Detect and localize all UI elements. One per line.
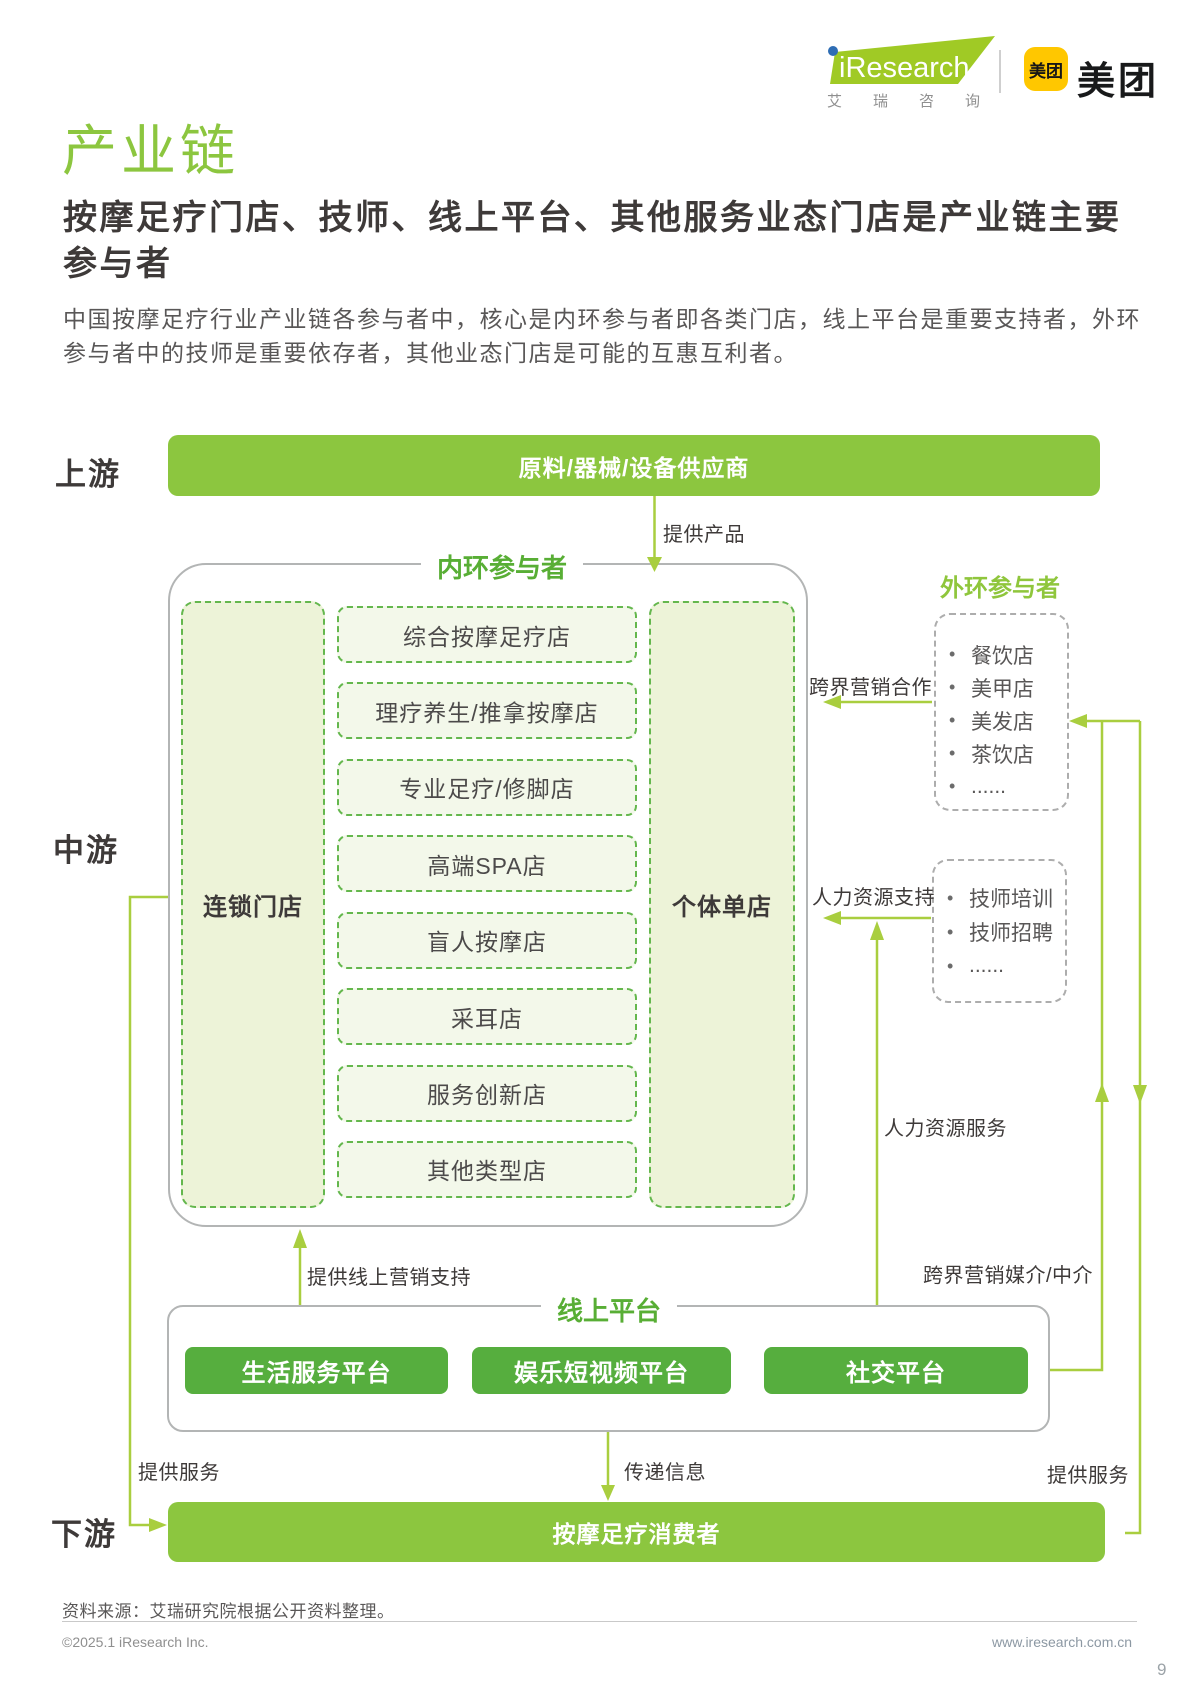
- page-number: 9: [1157, 1660, 1167, 1679]
- consumer-bar: 按摩足疗消费者: [168, 1502, 1105, 1562]
- other-store-label: ......: [971, 774, 1007, 798]
- arrowhead-cross-media-up: [1095, 1083, 1109, 1102]
- other-store-item: 餐饮店: [949, 638, 1067, 671]
- technician-service-label: 技师招聘: [969, 922, 1053, 945]
- store-types-list: 综合按摩足疗店理疗养生/推拿按摩店专业足疗/修脚店高端SPA店盲人按摩店采耳店服…: [337, 606, 637, 1198]
- store-type-box: 专业足疗/修脚店: [337, 758, 637, 816]
- logo-divider: [999, 50, 1001, 93]
- store-type-box: 盲人按摩店: [337, 911, 637, 969]
- meituan-logo-icon: 美团: [1024, 47, 1068, 91]
- arrowhead-hr-support: [823, 911, 841, 925]
- bullet-icon: [949, 743, 971, 764]
- headline-line1: 按摩足疗门店、技师、线上平台、其他服务业态门店是产业链主要: [63, 199, 1122, 237]
- label-cross-marketing-media: 跨界营销媒介/中介: [923, 1265, 1094, 1287]
- supplier-bar: 原料/器械/设备供应商: [168, 435, 1100, 496]
- store-type-box: 理疗养生/推拿按摩店: [337, 682, 637, 740]
- label-deliver-info: 传递信息: [624, 1462, 706, 1484]
- iresearch-logo: iResearch: [828, 36, 995, 84]
- platform-social: 社交平台: [764, 1347, 1028, 1394]
- bullet-icon: [947, 888, 969, 909]
- platform-short-video: 娱乐短视频平台: [472, 1347, 731, 1394]
- arrowhead-into-other-stores: [1069, 714, 1087, 728]
- outer-circle-title: 外环参与者: [924, 568, 1076, 603]
- label-online-marketing-support: 提供线上营销支持: [307, 1267, 471, 1289]
- other-store-item: ......: [949, 770, 1067, 803]
- store-type-box: 服务创新店: [337, 1064, 637, 1122]
- store-type-box: 高端SPA店: [337, 835, 637, 893]
- stage-upstream: 上游: [55, 457, 121, 492]
- headline-line2: 参与者: [63, 245, 173, 283]
- technician-service-label: 技师培训: [969, 888, 1053, 911]
- iresearch-logo-subtext: 艾瑞咨询: [827, 93, 1012, 110]
- iresearch-logo-shape: [830, 36, 995, 84]
- source-note: 资料来源：艾瑞研究院根据公开资料整理。: [62, 1602, 395, 1621]
- other-store-label: 美发店: [971, 710, 1034, 734]
- arrowhead-stores-service: [149, 1518, 167, 1532]
- label-provide-service-right: 提供服务: [1047, 1465, 1129, 1487]
- copyright: ©2025.1 iResearch Inc.: [62, 1634, 209, 1650]
- other-store-label: 美甲店: [971, 677, 1034, 701]
- headline: 按摩足疗门店、技师、线上平台、其他服务业态门店是产业链主要 参与者: [63, 195, 1122, 287]
- label-provide-service-left: 提供服务: [138, 1462, 220, 1484]
- intro-paragraph: 中国按摩足疗行业产业链各参与者中，核心是内环参与者即各类门店，线上平台是重要支持…: [63, 302, 1141, 370]
- label-cross-marketing: 跨界营销合作: [809, 677, 932, 699]
- stage-downstream: 下游: [51, 1517, 117, 1552]
- intro-line2: 参与者中的技师是重要依存者，其他业态门店是可能的互惠互利者。: [63, 340, 798, 366]
- line-other-stores-service: [1125, 721, 1142, 1535]
- arrowhead-hr-service: [870, 921, 884, 940]
- technician-service-item: 技师招聘: [947, 915, 1065, 949]
- other-store-item: 美发店: [949, 704, 1067, 737]
- technician-service-item: 技师培训: [947, 881, 1065, 915]
- label-hr-support: 人力资源支持: [812, 887, 935, 909]
- bullet-icon: [947, 922, 969, 943]
- online-platform-title: 线上平台: [540, 1291, 678, 1328]
- store-type-box: 综合按摩足疗店: [337, 606, 637, 663]
- arrowhead-online-marketing: [293, 1229, 307, 1248]
- technician-service-item: ......: [947, 949, 1065, 983]
- platform-life-service: 生活服务平台: [185, 1347, 448, 1394]
- label-hr-service: 人力资源服务: [884, 1118, 1007, 1140]
- meituan-wordmark: 美团: [1077, 61, 1160, 103]
- bullet-icon: [947, 956, 969, 977]
- technician-services-box: 技师培训技师招聘......: [932, 859, 1067, 1003]
- arrowhead-deliver-info: [601, 1485, 615, 1501]
- individual-stores-box: 个体单店: [649, 601, 795, 1208]
- inner-circle-title: 内环参与者: [420, 548, 584, 585]
- other-store-item: 美甲店: [949, 671, 1067, 704]
- other-store-label: 餐饮店: [971, 644, 1034, 668]
- store-type-box: 其他类型店: [337, 1140, 637, 1198]
- intro-line1: 中国按摩足疗行业产业链各参与者中，核心是内环参与者即各类门店，线上平台是重要支持…: [63, 306, 1141, 332]
- iresearch-logo-dot: [828, 46, 838, 56]
- bullet-icon: [949, 710, 971, 731]
- bullet-icon: [949, 644, 971, 665]
- stage-midstream: 中游: [53, 833, 119, 868]
- other-stores-box: 餐饮店美甲店美发店茶饮店......: [934, 613, 1069, 811]
- iresearch-wordmark: iResearch: [839, 52, 970, 84]
- bullet-icon: [949, 677, 971, 698]
- other-store-label: 茶饮店: [971, 743, 1034, 767]
- page-title: 产业链: [62, 120, 240, 182]
- arrowhead-other-service-down: [1133, 1085, 1147, 1104]
- bullet-icon: [949, 776, 971, 797]
- website-link[interactable]: www.iresearch.com.cn: [992, 1634, 1133, 1650]
- chain-stores-box: 连锁门店: [181, 601, 325, 1208]
- other-store-item: 茶饮店: [949, 737, 1067, 770]
- store-type-box: 采耳店: [337, 988, 637, 1046]
- line-stores-service: [128, 895, 168, 1527]
- technician-service-label: ......: [969, 954, 1005, 977]
- label-provide-products: 提供产品: [663, 524, 745, 546]
- footer-divider: [62, 1621, 1137, 1622]
